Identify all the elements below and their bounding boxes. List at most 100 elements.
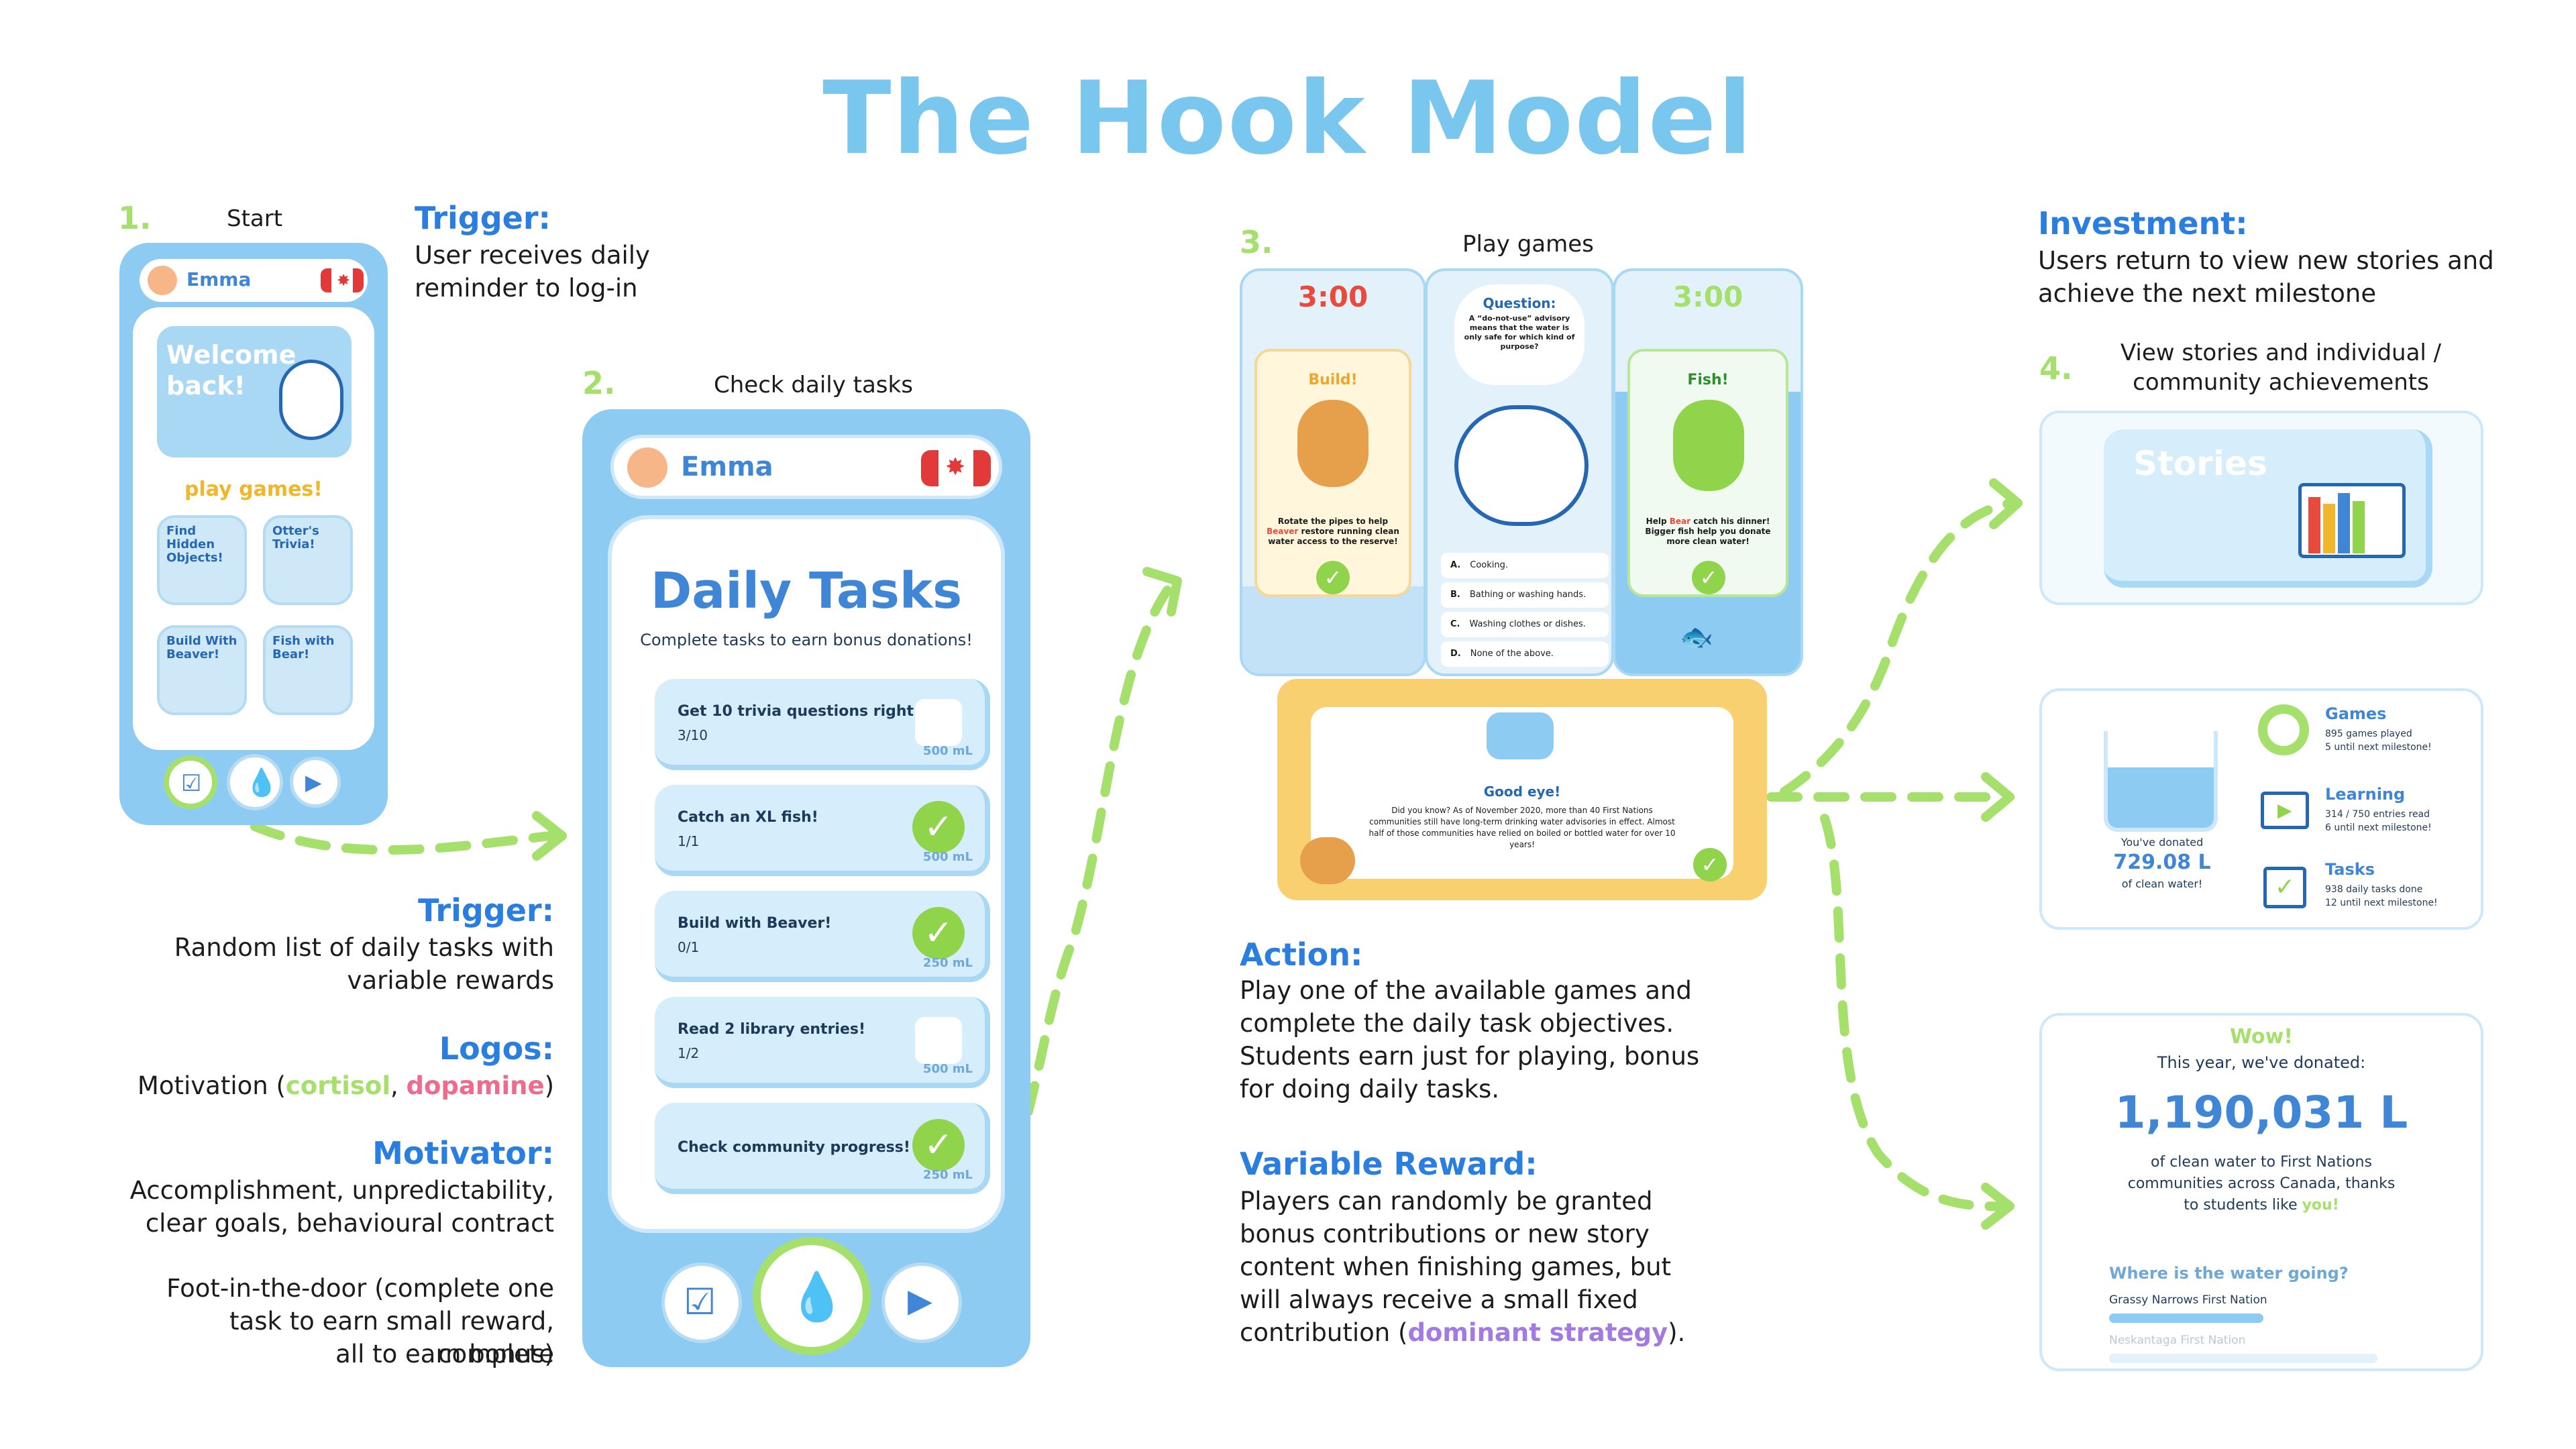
game-build-with-beaver[interactable]: Build With Beaver! [157, 625, 247, 715]
nav-library-button[interactable]: ▶ [290, 757, 341, 808]
reward-text: Did you know? As of November 2020, more … [1368, 806, 1676, 849]
tasks-calendar-icon: ✓ [2263, 867, 2306, 908]
question-label: Question: [1483, 295, 1556, 311]
where-heading: Where is the water going? [2109, 1264, 2349, 1283]
step-3-number: 3. [1240, 224, 1273, 260]
avatar [148, 266, 177, 295]
variable-reward-heading: Variable Reward: [1240, 1146, 1538, 1182]
books-icon [2298, 483, 2406, 558]
motivator-text-2: clear goals, behavioural contract [145, 1209, 554, 1238]
games-stat-1: 895 games played [2325, 729, 2412, 739]
donated-value: 729.08 L [2113, 851, 2211, 874]
profile-bar[interactable]: Emma ✸ [610, 435, 1002, 499]
games-title: Games [2325, 704, 2387, 723]
calendar-check-icon: ☑ [684, 1281, 716, 1323]
motivator-heading: Motivator: [372, 1135, 554, 1171]
total-donated: 1,190,031 L [2114, 1087, 2408, 1138]
motivator-text-1: Accomplishment, unpredictability, [129, 1176, 554, 1205]
trivia-game-screen[interactable]: Question: A “do-not-use” advisory means … [1425, 268, 1614, 676]
stories-card[interactable]: Stories [2104, 429, 2432, 588]
build-game-screen[interactable]: 3:00 Build! Rotate the pipes to help Bea… [1240, 268, 1426, 676]
donated-label: You've donated [2121, 836, 2204, 849]
nav-tasks-button[interactable]: ☑ [661, 1263, 742, 1343]
step-2-caption: Check daily tasks [714, 372, 913, 398]
learning-stat-1: 314 / 750 entries read [2325, 809, 2430, 820]
step-4-number: 4. [2039, 350, 2073, 386]
stories-label: Stories [2133, 444, 2267, 483]
step-1-caption: Start [227, 205, 283, 232]
game-find-hidden-objects[interactable]: Find Hidden Objects! [157, 515, 247, 605]
build-timer: 3:00 [1297, 280, 1368, 313]
question-text: A “do-not-use” advisory means that the w… [1464, 314, 1575, 351]
answer-option[interactable]: D.None of the above. [1441, 641, 1609, 667]
game-otters-trivia[interactable]: Otter's Trivia! [263, 515, 353, 605]
investment-text-1: Users return to view new stories and [2038, 246, 2494, 275]
games-stat-2: 5 until next milestone! [2325, 742, 2432, 753]
build-text: Rotate the pipes to help Beaver restore … [1267, 517, 1399, 546]
nav-games-button[interactable]: 💧 [753, 1237, 871, 1355]
daily-tasks-heading: Daily Tasks [650, 562, 963, 620]
water-drop-icon: 💧 [788, 1269, 847, 1324]
variable-reward-text-3: content when finishing games, but [1240, 1252, 1672, 1281]
check-icon[interactable]: ✓ [912, 801, 965, 853]
variable-reward-text-4: will always receive a small fixed [1240, 1285, 1638, 1314]
reward-title: Good eye! [1483, 784, 1561, 800]
pipes-area [1242, 586, 1424, 674]
logos-text: Motivation (cortisol, dopamine) [137, 1071, 554, 1100]
dominant-strategy-label: dominant strategy [1407, 1318, 1668, 1347]
fish-game-screen[interactable]: 3:00 Fish! Help Bear catch his dinner! B… [1613, 268, 1803, 676]
step-3-caption: Play games [1462, 231, 1594, 258]
nav-games-button[interactable]: 💧 [227, 754, 283, 810]
tasks-stat-1: 938 daily tasks done [2325, 884, 2423, 895]
reward-card: Good eye! Did you know? As of November 2… [1311, 707, 1733, 881]
profile-bar[interactable]: Emma ✸ [140, 259, 368, 302]
action-heading: Action: [1240, 936, 1363, 973]
start-phone: Emma ✸ Welcome back! play games! Find Hi… [119, 243, 388, 825]
otter-icon [279, 360, 343, 440]
nation-1-bar [2109, 1313, 2263, 1323]
task-checkbox[interactable] [915, 1017, 962, 1064]
learning-book-icon: ▶ [2261, 792, 2309, 829]
water-bottles-icon [1487, 712, 1554, 759]
fish-label: Fish! [1687, 372, 1729, 388]
check-icon[interactable]: ✓ [912, 907, 965, 959]
cortisol-label: cortisol [285, 1071, 390, 1100]
avatar [627, 447, 667, 488]
year-text: This year, we've donated: [2157, 1053, 2366, 1072]
game-fish-with-bear[interactable]: Fish with Bear! [263, 625, 353, 715]
action-text-1: Play one of the available games and [1240, 976, 1692, 1005]
welcome-banner[interactable]: Welcome back! [157, 326, 352, 458]
logos-heading: Logos: [439, 1030, 554, 1067]
calendar-check-icon: ☑ [181, 770, 202, 797]
task-item[interactable]: Build with Beaver!0/1 ✓250 mL [655, 891, 990, 982]
check-icon[interactable]: ✓ [1316, 561, 1350, 594]
foot-in-door-text-2: task to earn small reward, complete [229, 1307, 554, 1368]
tasks-trigger-text-1: Random list of daily tasks with [174, 933, 554, 962]
task-item[interactable]: Check community progress! ✓250 mL [655, 1103, 990, 1194]
nav-library-button[interactable]: ▶ [881, 1263, 962, 1343]
check-icon[interactable]: ✓ [1693, 848, 1727, 881]
answer-option[interactable]: A.Cooking. [1441, 553, 1609, 578]
action-text-4: for doing daily tasks. [1240, 1075, 1500, 1104]
task-item[interactable]: Catch an XL fish!1/1 ✓500 mL [655, 785, 990, 876]
answer-option[interactable]: B.Bathing or washing hands. [1441, 582, 1609, 608]
variable-reward-text-2: bonus contributions or new story [1240, 1220, 1650, 1248]
build-label: Build! [1308, 372, 1358, 388]
community-desc-1: of clean water to First Nations [2151, 1154, 2372, 1171]
nation-2-label: Neskantaga First Nation [2109, 1334, 2246, 1347]
check-icon[interactable]: ✓ [1692, 561, 1725, 594]
nation-1-label: Grassy Narrows First Nation [2109, 1293, 2267, 1307]
tasks-phone: Emma ✸ Daily Tasks Complete tasks to ear… [582, 409, 1030, 1367]
task-item[interactable]: Read 2 library entries!1/2 500 mL [655, 997, 990, 1088]
page-title: The Hook Model [822, 60, 1754, 177]
foot-in-door-text-1: Foot-in-the-door (complete one [166, 1274, 554, 1303]
community-desc-2: communities across Canada, thanks [2127, 1175, 2396, 1192]
check-icon[interactable]: ✓ [912, 1119, 965, 1171]
nav-tasks-button[interactable]: ☑ [164, 755, 217, 809]
answer-option[interactable]: C.Washing clothes or dishes. [1441, 612, 1609, 637]
tasks-stat-2: 12 until next milestone! [2325, 898, 2438, 908]
task-checkbox[interactable] [915, 699, 962, 746]
otter-icon [1454, 405, 1589, 526]
learning-stat-2: 6 until next milestone! [2325, 822, 2432, 833]
task-item[interactable]: Get 10 trivia questions right!3/10 500 m… [655, 679, 990, 770]
